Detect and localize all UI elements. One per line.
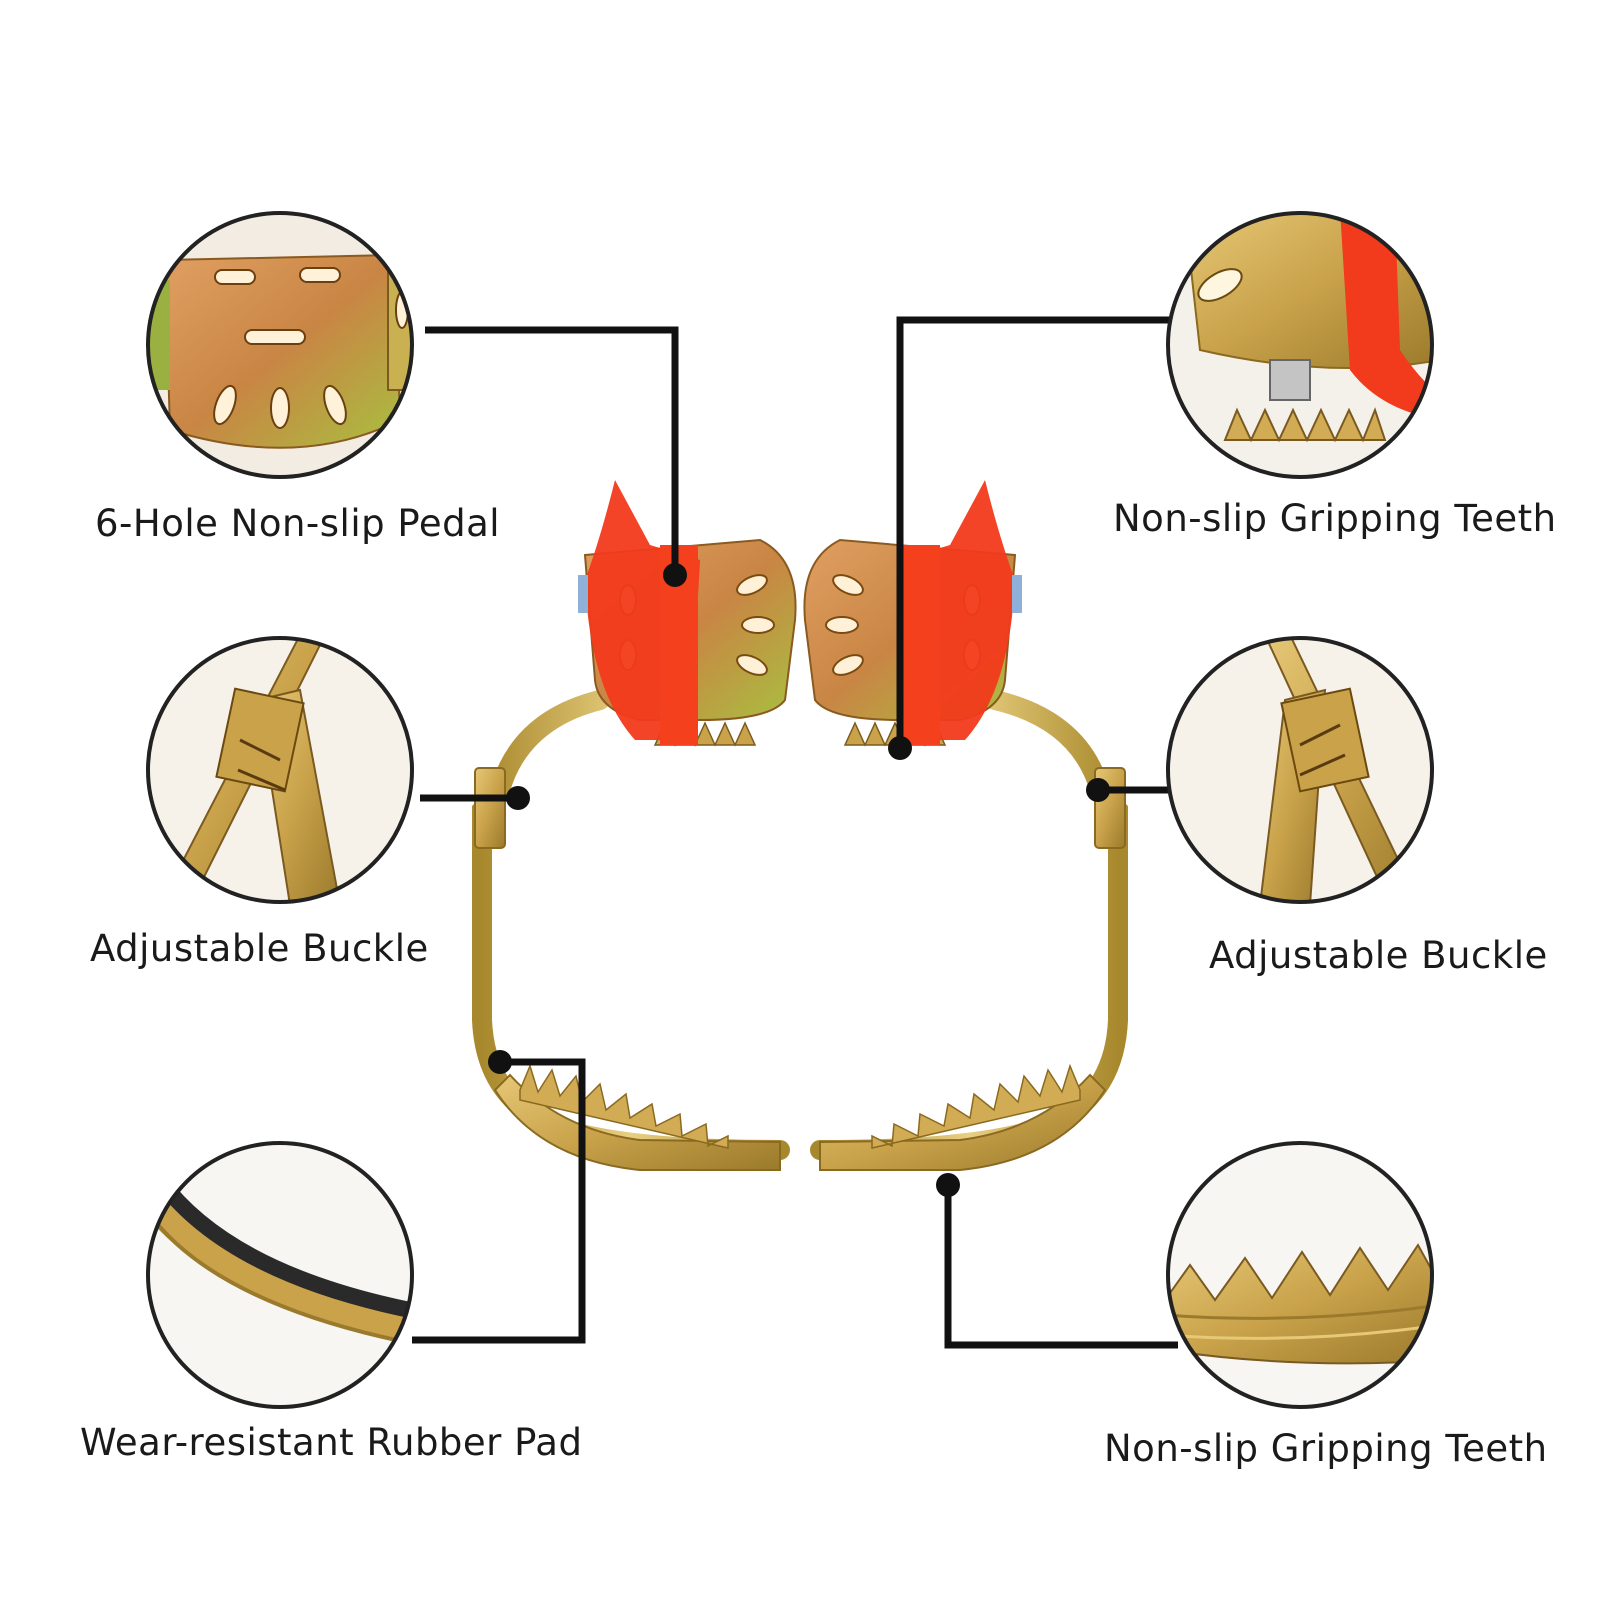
label-rubber-pad: Wear-resistant Rubber Pad bbox=[80, 1421, 583, 1464]
label-adjustable-buckle-right: Adjustable Buckle bbox=[1209, 934, 1548, 977]
teeth-detail-icon bbox=[1166, 1141, 1434, 1409]
leader-lines bbox=[412, 316, 1180, 1349]
buckle-detail-icon bbox=[146, 636, 414, 904]
right-gripping-teeth bbox=[871, 1063, 1081, 1149]
leader-dots bbox=[488, 563, 1110, 1197]
label-adjustable-buckle-left: Adjustable Buckle bbox=[90, 927, 429, 970]
pedal-detail-icon bbox=[146, 211, 414, 479]
rubber-pad-detail-icon bbox=[146, 1141, 414, 1409]
pole-climber-left bbox=[472, 480, 797, 1171]
pole-climber-right bbox=[803, 480, 1128, 1171]
label-6-hole-pedal: 6-Hole Non-slip Pedal bbox=[95, 502, 501, 545]
label-gripping-teeth-bottom: Non-slip Gripping Teeth bbox=[1104, 1427, 1548, 1470]
leader-teeth-bottom bbox=[944, 1185, 1178, 1349]
teeth-detail-icon bbox=[1166, 211, 1434, 479]
left-gripping-teeth bbox=[519, 1063, 729, 1149]
buckle-detail-icon bbox=[1166, 636, 1434, 904]
left-buckle-sleeve bbox=[474, 767, 506, 849]
leader-teeth-top bbox=[896, 316, 1172, 745]
leader-rubber bbox=[412, 1058, 586, 1344]
leader-pedal bbox=[425, 326, 679, 575]
label-gripping-teeth-top: Non-slip Gripping Teeth bbox=[1113, 497, 1557, 540]
